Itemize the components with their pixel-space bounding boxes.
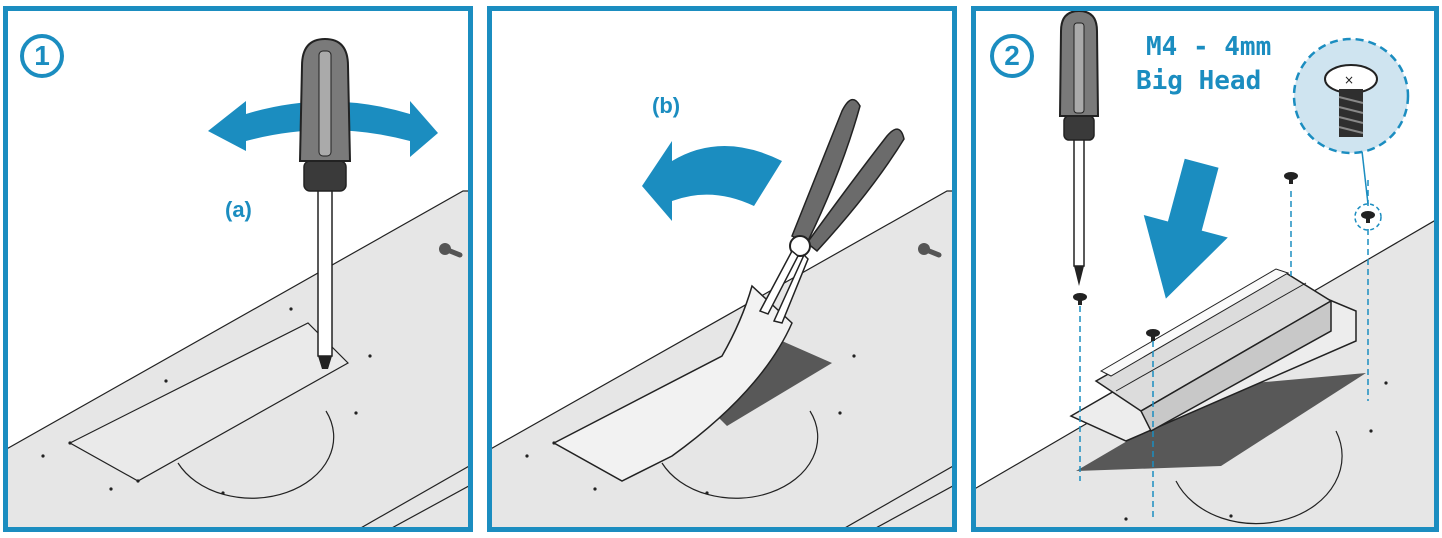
step-badge-2: 2 xyxy=(990,34,1034,78)
screw-spec-line2: Big Head xyxy=(1136,65,1261,97)
rotate-arrow-icon xyxy=(642,141,782,221)
down-arrow-icon xyxy=(1124,152,1244,310)
step-badge-1: 1 xyxy=(20,34,64,78)
panel-step-1b: (b) xyxy=(487,6,957,532)
panel-step-1: 1 (a) xyxy=(3,6,473,532)
svg-text:×: × xyxy=(1344,73,1354,87)
panel-step-2: × 2 M4 - 4mm Big Head xyxy=(971,6,1439,532)
step-label-a: (a) xyxy=(225,197,252,223)
panel-2-illustration xyxy=(492,11,952,527)
panel-1-illustration xyxy=(8,11,468,527)
screwdriver-icon xyxy=(1060,11,1098,286)
screw-spec-line1: M4 - 4mm xyxy=(1146,31,1271,63)
step-label-b: (b) xyxy=(652,93,680,119)
